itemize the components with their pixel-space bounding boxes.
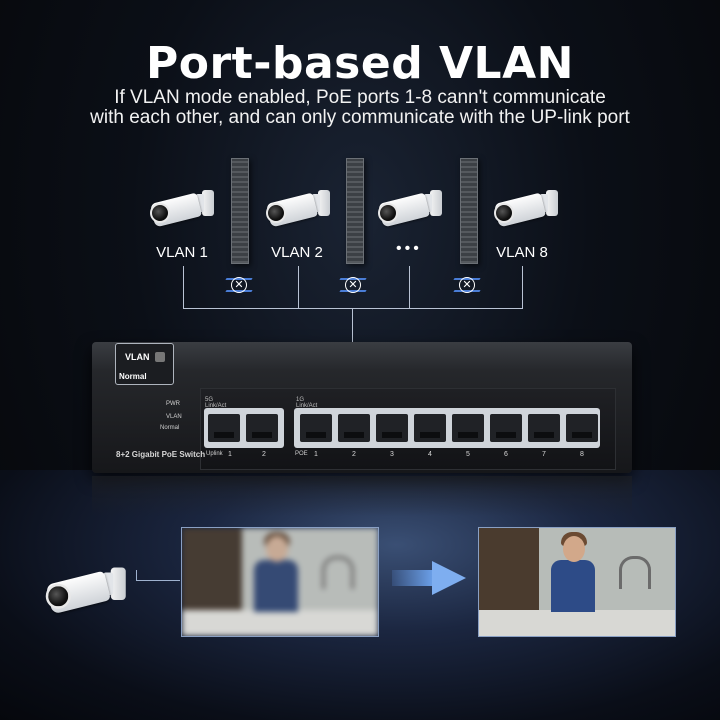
camera-icon: [377, 186, 444, 230]
poe-port-number: 2: [352, 451, 356, 458]
page-title: Port-based VLAN: [146, 38, 574, 89]
toggle-vlan-label: VLAN: [125, 352, 150, 362]
toggle-switch-icon: [155, 352, 165, 362]
connector-line: [409, 266, 410, 308]
poe-port: [376, 414, 408, 442]
pwr-label: PWR: [166, 401, 180, 407]
link-act-label: Link/Act: [205, 403, 227, 409]
led-5g-label: 5G: [205, 397, 214, 403]
uplink-port: [208, 414, 240, 442]
switch-top-panel: [92, 342, 632, 370]
camera-icon: [149, 186, 216, 230]
vlan-2-label: VLAN 2: [271, 244, 323, 261]
clear-video-frame: [478, 527, 676, 637]
uplink-port: [246, 414, 278, 442]
poe-port-number: 4: [428, 451, 432, 458]
connector-line: [522, 266, 523, 308]
poe-port: [452, 414, 484, 442]
poe-port-number: 1: [314, 451, 318, 458]
poe-port-number: 5: [466, 451, 470, 458]
uplink-port-number: 2: [262, 451, 266, 458]
switch-reflection: [92, 476, 632, 516]
camera-icon: [45, 563, 129, 618]
blocked-icon: ✕: [338, 274, 368, 296]
connector-line: [298, 266, 299, 308]
description-line-2: with each other, and can only communicat…: [90, 107, 630, 128]
poe-port: [566, 414, 598, 442]
normal-small-label: Normal: [160, 425, 180, 431]
poe-port: [414, 414, 446, 442]
isolation-wall-icon: [346, 158, 364, 264]
blocked-icon: ✕: [452, 274, 482, 296]
connector-line: [183, 308, 523, 309]
led-1g-label: 1G: [296, 397, 305, 403]
poe-port-number: 8: [580, 451, 584, 458]
description: If VLAN mode enabled, PoE ports 1-8 cann…: [0, 88, 720, 128]
toggle-normal-label: Normal: [119, 372, 147, 381]
vlan-1-label: VLAN 1: [156, 244, 208, 261]
poe-port: [528, 414, 560, 442]
poe-port: [300, 414, 332, 442]
vlan-toggle-callout: VLAN Normal: [115, 343, 174, 385]
poe-port-number: 7: [542, 451, 546, 458]
camera-link-line: [136, 570, 137, 581]
link-act-label: Link/Act: [296, 403, 318, 409]
blurred-video-frame: [181, 527, 379, 637]
poe-port-number: 6: [504, 451, 508, 458]
uplink-label: Uplink: [206, 451, 223, 457]
poe-port: [490, 414, 522, 442]
blocked-icon: ✕: [224, 274, 254, 296]
vlan-ellipsis: •••: [396, 240, 422, 257]
vlan-small-label: VLAN: [166, 414, 182, 420]
improvement-arrow-icon: [392, 570, 432, 586]
vlan-8-label: VLAN 8: [496, 244, 548, 261]
connector-line: [183, 266, 184, 308]
poe-label: POE: [295, 451, 308, 457]
arrow-head-icon: [432, 561, 466, 595]
poe-port-number: 3: [390, 451, 394, 458]
camera-icon: [493, 186, 560, 230]
poe-port: [338, 414, 370, 442]
camera-icon: [265, 186, 332, 230]
description-line-1: If VLAN mode enabled, PoE ports 1-8 cann…: [114, 87, 606, 108]
isolation-wall-icon: [460, 158, 478, 264]
camera-link-line: [136, 580, 180, 581]
uplink-port-number: 1: [228, 451, 232, 458]
isolation-wall-icon: [231, 158, 249, 264]
switch-model-label: 8+2 Gigabit PoE Switch: [116, 450, 206, 459]
